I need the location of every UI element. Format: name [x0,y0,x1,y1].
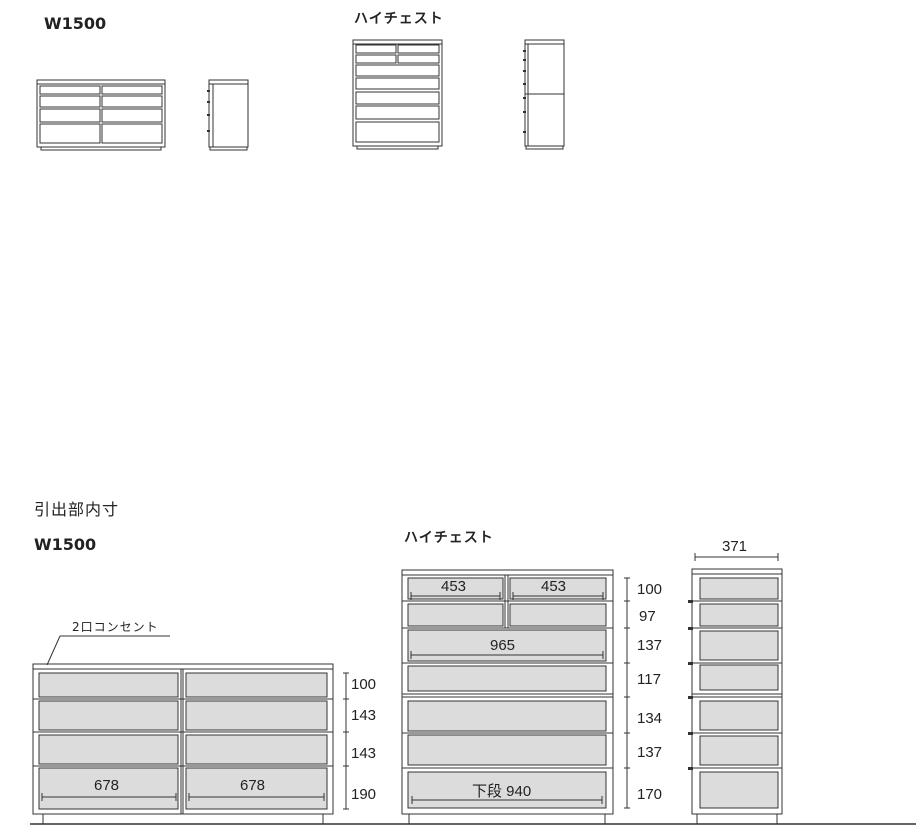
highchest-width-row3: 965 [490,637,516,654]
w1500-width-right: 678 [240,777,266,794]
highchest-height-4: 117 [637,671,661,688]
section-title: 引出部内寸 [34,500,120,519]
w1500-height-4: 190 [351,786,377,803]
bottom-highchest-title: ハイチェスト [404,530,494,546]
bottom-highchest-side [688,553,783,825]
highchest-height-2: 97 [639,608,656,625]
highchest-width-row1-right: 453 [541,578,567,595]
outlet-label: 2口コンセント [72,620,159,634]
highchest-height-3: 137 [637,637,663,654]
w1500-height-1: 100 [351,676,377,693]
highchest-height-5: 134 [637,710,663,727]
highchest-width-row1-left: 453 [441,578,467,595]
bottom-w1500-title: W1500 [34,535,97,554]
bottom-highchest-front [401,569,630,825]
top-w1500-side [207,79,249,151]
highchest-height-1: 100 [637,581,663,598]
highchest-height-7: 170 [637,786,663,803]
side-depth: 371 [722,538,748,555]
top-w1500-front [36,79,166,151]
w1500-width-left: 678 [94,777,120,794]
top-highchest-front [352,39,443,150]
top-highchest-side [523,39,565,150]
w1500-height-2: 143 [351,707,377,724]
top-w1500-title: W1500 [44,14,107,33]
top-highchest-title: ハイチェスト [354,11,444,27]
highchest-height-6: 137 [637,744,663,761]
highchest-width-bottom: 下段 940 [472,783,532,800]
bottom-w1500-front [32,635,349,825]
w1500-height-3: 143 [351,745,377,762]
